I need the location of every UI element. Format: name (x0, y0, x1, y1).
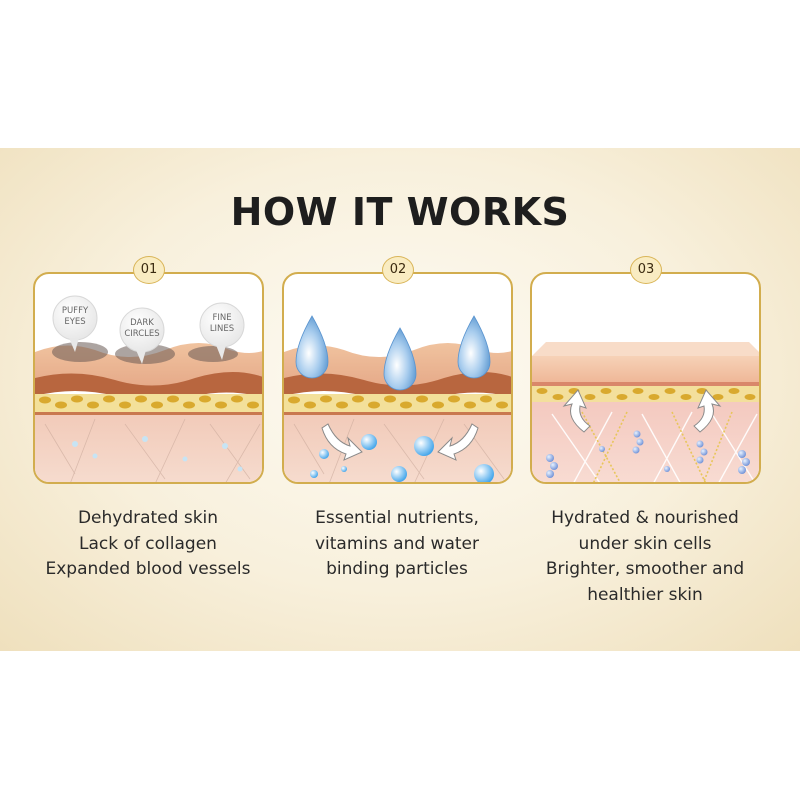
step-3-caption: Hydrated & nourished under skin cells Br… (515, 506, 775, 608)
step-3-panel (530, 272, 761, 484)
caption-line: Dehydrated skin (77, 508, 219, 528)
water-droplet-icon (295, 315, 491, 391)
caption-line: Essential nutrients, (315, 508, 479, 528)
caption-line: Hydrated & nourished (551, 508, 739, 528)
step-1-caption: Dehydrated skin Lack of collagen Expande… (18, 506, 278, 583)
curved-arrow-icon (321, 423, 479, 461)
step-3-badge: 03 (630, 256, 662, 284)
step-1-badge: 01 (133, 256, 165, 284)
speech-bubble-icon (52, 295, 245, 364)
caption-line: vitamins and water (314, 533, 479, 554)
step-1-skin-illustration (35, 295, 262, 482)
caption-line: binding particles (326, 559, 468, 579)
step-2-panel (282, 272, 513, 484)
curved-arrow-icon (562, 389, 722, 433)
caption-line: Brighter, smoother and (545, 559, 745, 579)
caption-line: under skin cells (578, 533, 712, 554)
step-2-caption: Essential nutrients, vitamins and water … (267, 506, 527, 583)
nutrient-particle-icon (310, 434, 494, 482)
collagen-particle-icon (546, 430, 750, 478)
page-title: HOW IT WORKS (230, 190, 570, 234)
caption-line: Lack of collagen (79, 533, 217, 554)
caption-line: Expanded blood vessels (45, 559, 251, 579)
step-3-skin-illustration (532, 342, 759, 482)
caption-line: healthier skin (587, 584, 703, 605)
step-2-badge: 02 (382, 256, 414, 284)
step-2-skin-illustration (284, 315, 511, 482)
